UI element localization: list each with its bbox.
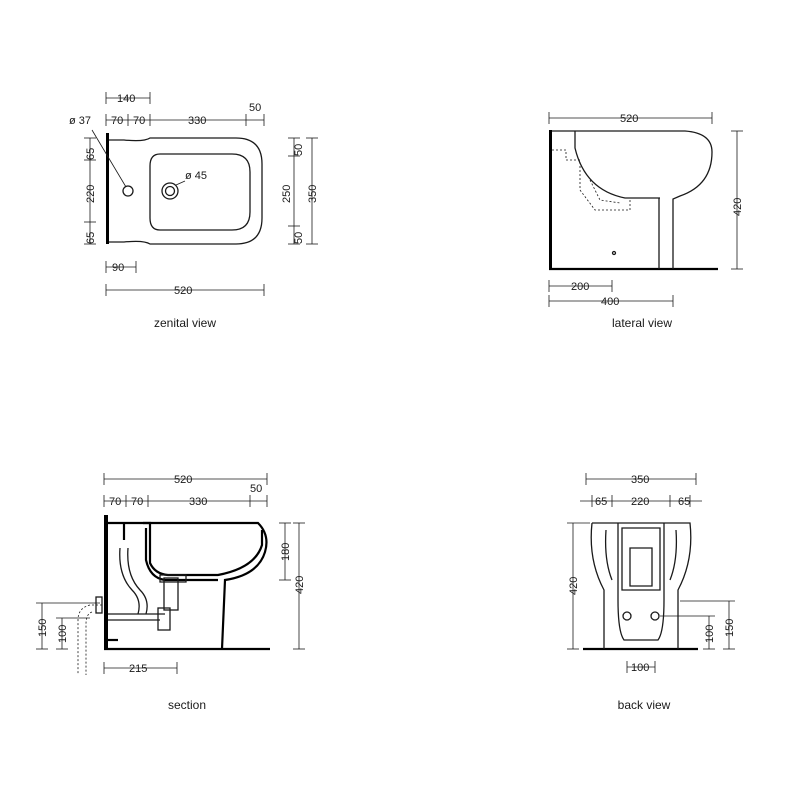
back-view: 350 65 220 65 420 100 150 100 back view [567, 473, 736, 712]
dim-70-b: 70 [131, 496, 143, 508]
back-outline [590, 522, 692, 649]
fixing-hole [611, 250, 617, 256]
dim-dia-45: ø 45 [185, 170, 207, 182]
dim-65-a: 65 [85, 148, 97, 160]
bidet-outline [109, 137, 263, 245]
trap [157, 607, 171, 631]
wall [104, 515, 108, 649]
dim-100: 100 [57, 625, 69, 643]
caption-zenital: zenital view [154, 316, 216, 330]
dim-50-b: 50 [293, 232, 305, 244]
dim-65-b: 65 [85, 232, 97, 244]
dim-150: 150 [724, 619, 736, 637]
section-view: 520 70 70 330 50 180 420 150 100 215 sec… [36, 473, 306, 712]
dim-400: 400 [601, 296, 619, 308]
dim-420: 420 [294, 576, 306, 594]
section-body [108, 521, 268, 650]
fixing-hole-left [622, 611, 632, 621]
dim-520: 520 [174, 285, 192, 297]
dim-180: 180 [280, 543, 292, 561]
caption-back: back view [618, 698, 671, 712]
lateral-view: 520 420 200 400 lateral view [548, 112, 744, 330]
bowl-profile [552, 130, 713, 269]
dim-50: 50 [250, 483, 262, 495]
dim-520: 520 [620, 113, 638, 125]
dim-dia-37: ø 37 [69, 115, 91, 127]
dim-70-a: 70 [109, 496, 121, 508]
dim-100-right: 100 [704, 625, 716, 643]
drain-outer [161, 182, 179, 200]
dim-330: 330 [189, 496, 207, 508]
tap-hole [122, 185, 134, 197]
dim-50-a: 50 [293, 144, 305, 156]
bowl-outline [149, 153, 251, 231]
dim-90: 90 [112, 262, 124, 274]
dim-65-a: 65 [595, 496, 607, 508]
fixing-hole-right [650, 611, 660, 621]
dim-330: 330 [188, 115, 206, 127]
dim-420: 420 [568, 577, 580, 595]
drain-pipe [163, 577, 179, 611]
dim-250: 250 [281, 185, 293, 203]
dim-50: 50 [249, 102, 261, 114]
dim-150: 150 [37, 619, 49, 637]
drain-inner [164, 185, 176, 197]
dim-220: 220 [85, 185, 97, 203]
dim-140: 140 [117, 93, 135, 105]
dim-350: 350 [631, 474, 649, 486]
dim-420: 420 [732, 198, 744, 216]
wall [549, 130, 552, 269]
dim-520: 520 [174, 474, 192, 486]
dim-200: 200 [571, 281, 589, 293]
dim-220: 220 [631, 496, 649, 508]
back-cavity [617, 523, 665, 641]
caption-lateral: lateral view [612, 316, 672, 330]
dim-65-b: 65 [678, 496, 690, 508]
caption-section: section [168, 698, 206, 712]
dim-100-bottom: 100 [631, 662, 649, 674]
wall-drain [77, 600, 103, 675]
wall [106, 133, 109, 244]
dim-70-a: 70 [111, 115, 123, 127]
dim-70-b: 70 [133, 115, 145, 127]
dim-215: 215 [129, 663, 147, 675]
zenital-view: 140 70 70 330 50 ø 37 ø 45 65 220 65 50 … [69, 92, 319, 330]
dim-350: 350 [307, 185, 319, 203]
water-pipe [119, 547, 140, 615]
